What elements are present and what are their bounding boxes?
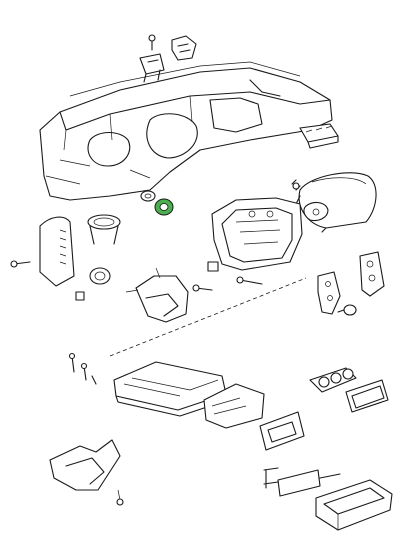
airbag-screw[interactable] bbox=[291, 179, 301, 191]
knob[interactable] bbox=[337, 304, 357, 316]
airbag-module[interactable] bbox=[295, 172, 377, 233]
grommet[interactable] bbox=[140, 190, 156, 202]
storage-tray[interactable] bbox=[315, 479, 393, 531]
round-vent[interactable] bbox=[89, 267, 111, 285]
highlighted-ring-part[interactable] bbox=[154, 198, 174, 216]
blank-panel[interactable] bbox=[259, 411, 305, 451]
dash-switch-block[interactable] bbox=[299, 123, 339, 149]
console-screw[interactable] bbox=[236, 276, 263, 285]
radio-screws[interactable] bbox=[68, 352, 97, 385]
top-clip-left[interactable] bbox=[139, 53, 165, 83]
top-clip-right[interactable] bbox=[171, 35, 197, 61]
radio-unit[interactable] bbox=[203, 383, 265, 429]
airbag-bracket[interactable] bbox=[303, 201, 329, 222]
dashboard-panel[interactable] bbox=[39, 61, 333, 201]
trim-frame[interactable] bbox=[345, 379, 389, 413]
leader-line bbox=[109, 277, 307, 357]
side-bracket-right-1[interactable] bbox=[317, 271, 341, 315]
left-screw[interactable] bbox=[10, 260, 31, 268]
side-bracket-right-2[interactable] bbox=[359, 251, 385, 297]
console-clip[interactable] bbox=[207, 261, 219, 272]
bracket-screw[interactable] bbox=[192, 284, 213, 292]
lower-mounting-bracket[interactable] bbox=[49, 439, 124, 506]
center-bracket[interactable] bbox=[125, 267, 189, 323]
gauge-trim[interactable] bbox=[309, 367, 357, 393]
vent-ring[interactable] bbox=[87, 214, 121, 245]
center-console-housing[interactable] bbox=[211, 197, 303, 271]
small-clip-left[interactable] bbox=[75, 291, 85, 301]
top-screw[interactable] bbox=[148, 34, 156, 51]
mounting-rail[interactable] bbox=[263, 467, 341, 497]
left-trim-panel[interactable] bbox=[39, 216, 75, 287]
